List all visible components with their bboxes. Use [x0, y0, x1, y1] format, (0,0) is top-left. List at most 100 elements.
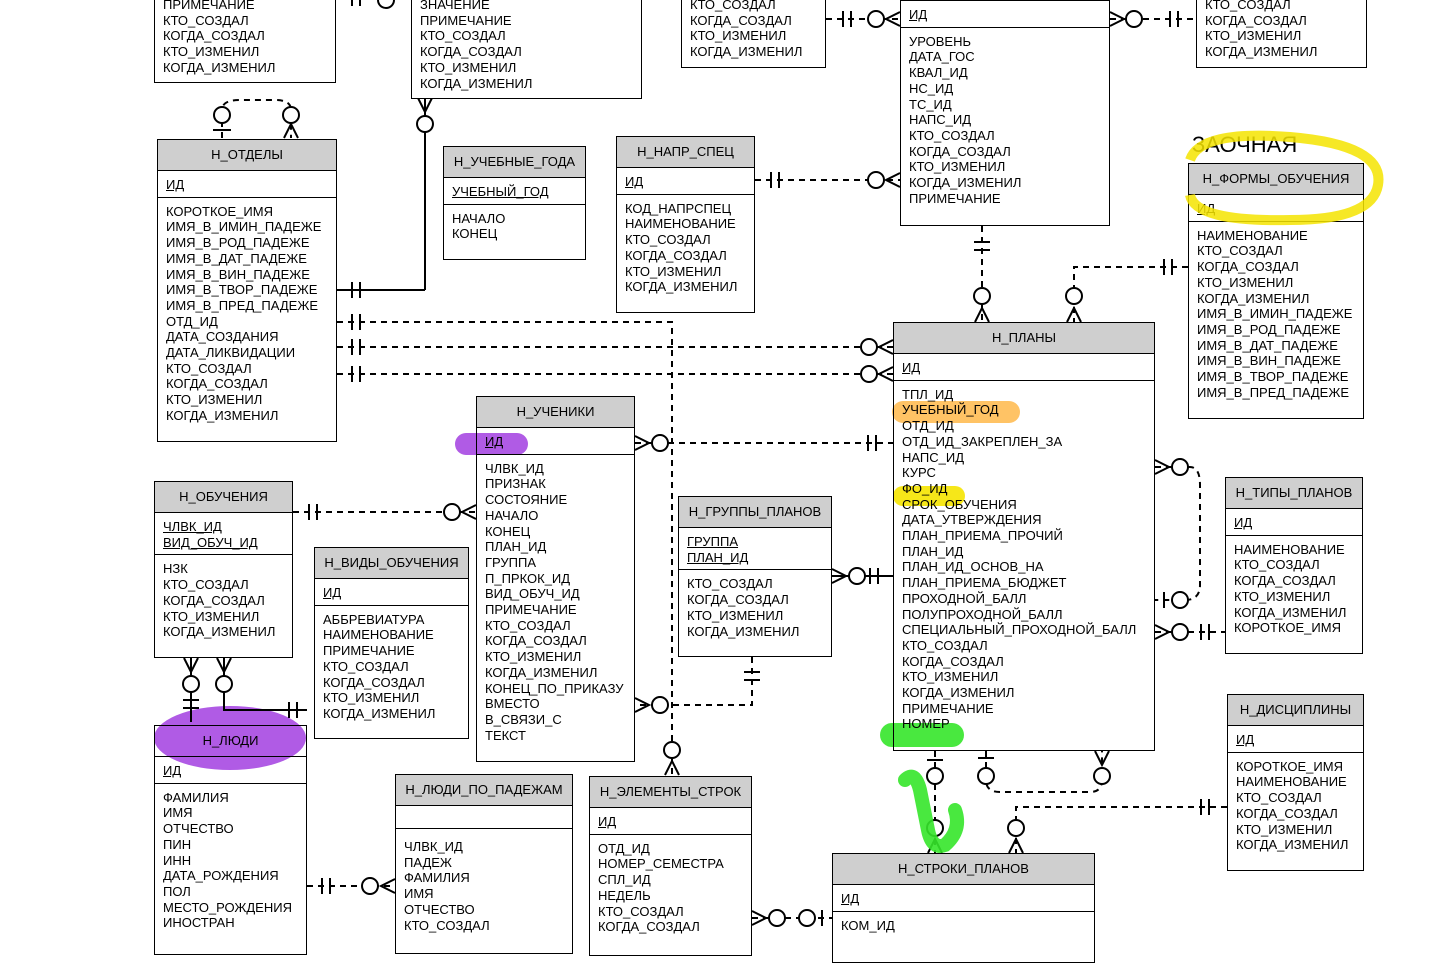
- attribute-row: ПРИМЕЧАНИЕ: [485, 602, 577, 618]
- attribute-row: КТО_ИЗМЕНИЛ: [485, 649, 582, 665]
- attribute-row: КУРС: [902, 465, 936, 481]
- attribute-row: КВАЛ_ИД: [909, 65, 968, 81]
- attribute-row: КОГДА_СОЗДАЛ: [687, 592, 789, 608]
- entity-title: Н_ЭЛЕМЕНТЫ_СТРОК: [590, 777, 751, 808]
- attribute-row: КОМ_ИД: [841, 917, 895, 933]
- attribute-row: КОГДА_СОЗДАЛ: [166, 376, 268, 392]
- attribute-row: ДАТА_РОЖДЕНИЯ: [163, 868, 279, 884]
- attribute-row: КОНЕЦ_ПО_ПРИКАЗУ: [485, 680, 624, 696]
- attribute-row: КТО_СОЗДАЛ: [166, 360, 252, 376]
- attribute-row: ДАТА_СОЗДАНИЯ: [166, 329, 279, 345]
- attribute-row: ИД: [1197, 201, 1216, 216]
- attribute-row: КТО_ИЗМЕНИЛ: [166, 392, 263, 408]
- annotation-label: ЗАОЧНАЯ: [1192, 132, 1298, 157]
- attribute-row: ИМЯ: [404, 886, 434, 902]
- attribute-row: ПРОХОДНОЙ_БАЛЛ: [902, 590, 1027, 606]
- attribute-row: ИД: [485, 434, 504, 449]
- attribute-row: ГРУППА: [485, 554, 537, 570]
- attribute-row: НАИМЕНОВАНИЕ: [1234, 541, 1345, 557]
- attribute-row: ИМЯ_В_ИМИН_ПАДЕЖЕ: [166, 219, 322, 235]
- attribute-row: ИМЯ_В_РОД_ПАДЕЖЕ: [166, 235, 310, 251]
- attribute-row: НАПС_ИД: [909, 112, 972, 128]
- attribute-row: КОГДА_СОЗДАЛ: [163, 592, 265, 608]
- attribute-row: КОГДА_СОЗДАЛ: [1205, 12, 1307, 28]
- primary-key: [396, 806, 572, 829]
- attribute-row: ИНОСТРАН: [163, 915, 235, 931]
- attribute-row: ПЛАН_ИД_ОСНОВ_НА: [902, 559, 1044, 575]
- attribute-row: КОНЕЦ: [452, 226, 498, 242]
- primary-key: ИД: [617, 168, 754, 195]
- attribute-row: ИД: [163, 763, 182, 778]
- attribute-row: КТО_СОЗДАЛ: [690, 0, 776, 12]
- attribute-row: КОГДА_СОЗДАЛ: [902, 653, 1004, 669]
- attribute-row: П_ПРКОК_ИД: [485, 570, 571, 586]
- highlight-purple-id: [455, 433, 528, 455]
- entity-title: Н_НАПР_СПЕЦ: [617, 137, 754, 168]
- entity-title: Н_ФОРМЫ_ОБУЧЕНИЯ: [1189, 164, 1363, 195]
- primary-key: ИД: [477, 428, 634, 455]
- attribute-row: ИД: [909, 7, 928, 22]
- attribute-row: АББРЕВИАТУРА: [323, 611, 425, 627]
- attribute-row: КТО_СОЗДАЛ: [420, 28, 506, 44]
- attribute-row: ИМЯ: [163, 805, 193, 821]
- entity-title: Н_ЛЮДИ_ПО_ПАДЕЖАМ: [396, 775, 572, 806]
- attribute-row: ТЕКСТ: [485, 727, 526, 743]
- attribute-row: ИД: [902, 360, 921, 375]
- attribute-row: КОГДА_ИЗМЕНИЛ: [1197, 290, 1310, 306]
- attribute-row: КТО_СОЗДАЛ: [909, 127, 995, 143]
- attribute-row: ФАМИЛИЯ: [163, 789, 229, 805]
- attribute-row: ПОЛУПРОХОДНОЙ_БАЛЛ: [902, 606, 1063, 622]
- attribute-row: ПЛАН_ИД: [687, 549, 749, 565]
- attribute-row: УРОВЕНЬ: [909, 33, 972, 49]
- attributes: КОМ_ИД: [833, 912, 1094, 940]
- entity-n-stroki-planov[interactable]: Н_СТРОКИ_ПЛАНОВ ИД КОМ_ИД: [832, 853, 1095, 963]
- attribute-row: КТО_СОЗДАЛ: [1236, 790, 1322, 806]
- attribute-row: КОГДА_ИЗМЕНИЛ: [687, 623, 800, 639]
- attribute-row: ГРУППА: [687, 534, 739, 549]
- attribute-row: ПРИМЕЧАНИЕ: [163, 0, 255, 12]
- attribute-row: ИМЯ_В_ТВОР_ПАДЕЖЕ: [1197, 369, 1349, 385]
- attribute-row: КОНЕЦ: [485, 523, 531, 539]
- attribute-row: КТО_ИЗМЕНИЛ: [1197, 274, 1294, 290]
- attribute-row: УЧЕБНЫЙ_ГОД: [452, 184, 549, 199]
- attribute-row: КОГДА_ИЗМЕНИЛ: [163, 59, 276, 75]
- entity-title: Н_ГРУППЫ_ПЛАНОВ: [679, 497, 831, 528]
- attribute-row: МЕСТО_РОЖДЕНИЯ: [163, 899, 292, 915]
- attribute-row: НАПС_ИД: [902, 449, 965, 465]
- attribute-row: ПЛАН_ИД: [902, 543, 964, 559]
- attribute-row: КОГДА_СОЗДАЛ: [323, 674, 425, 690]
- attribute-row: КОГДА_СОЗДАЛ: [163, 28, 265, 44]
- attribute-row: СОСТОЯНИЕ: [485, 492, 568, 508]
- attribute-row: ИД: [1236, 732, 1255, 747]
- attribute-row: ИД: [1234, 515, 1253, 530]
- attribute-row: ОТЧЕСТВО: [163, 821, 234, 837]
- entity-title: Н_ТИПЫ_ПЛАНОВ: [1226, 478, 1362, 509]
